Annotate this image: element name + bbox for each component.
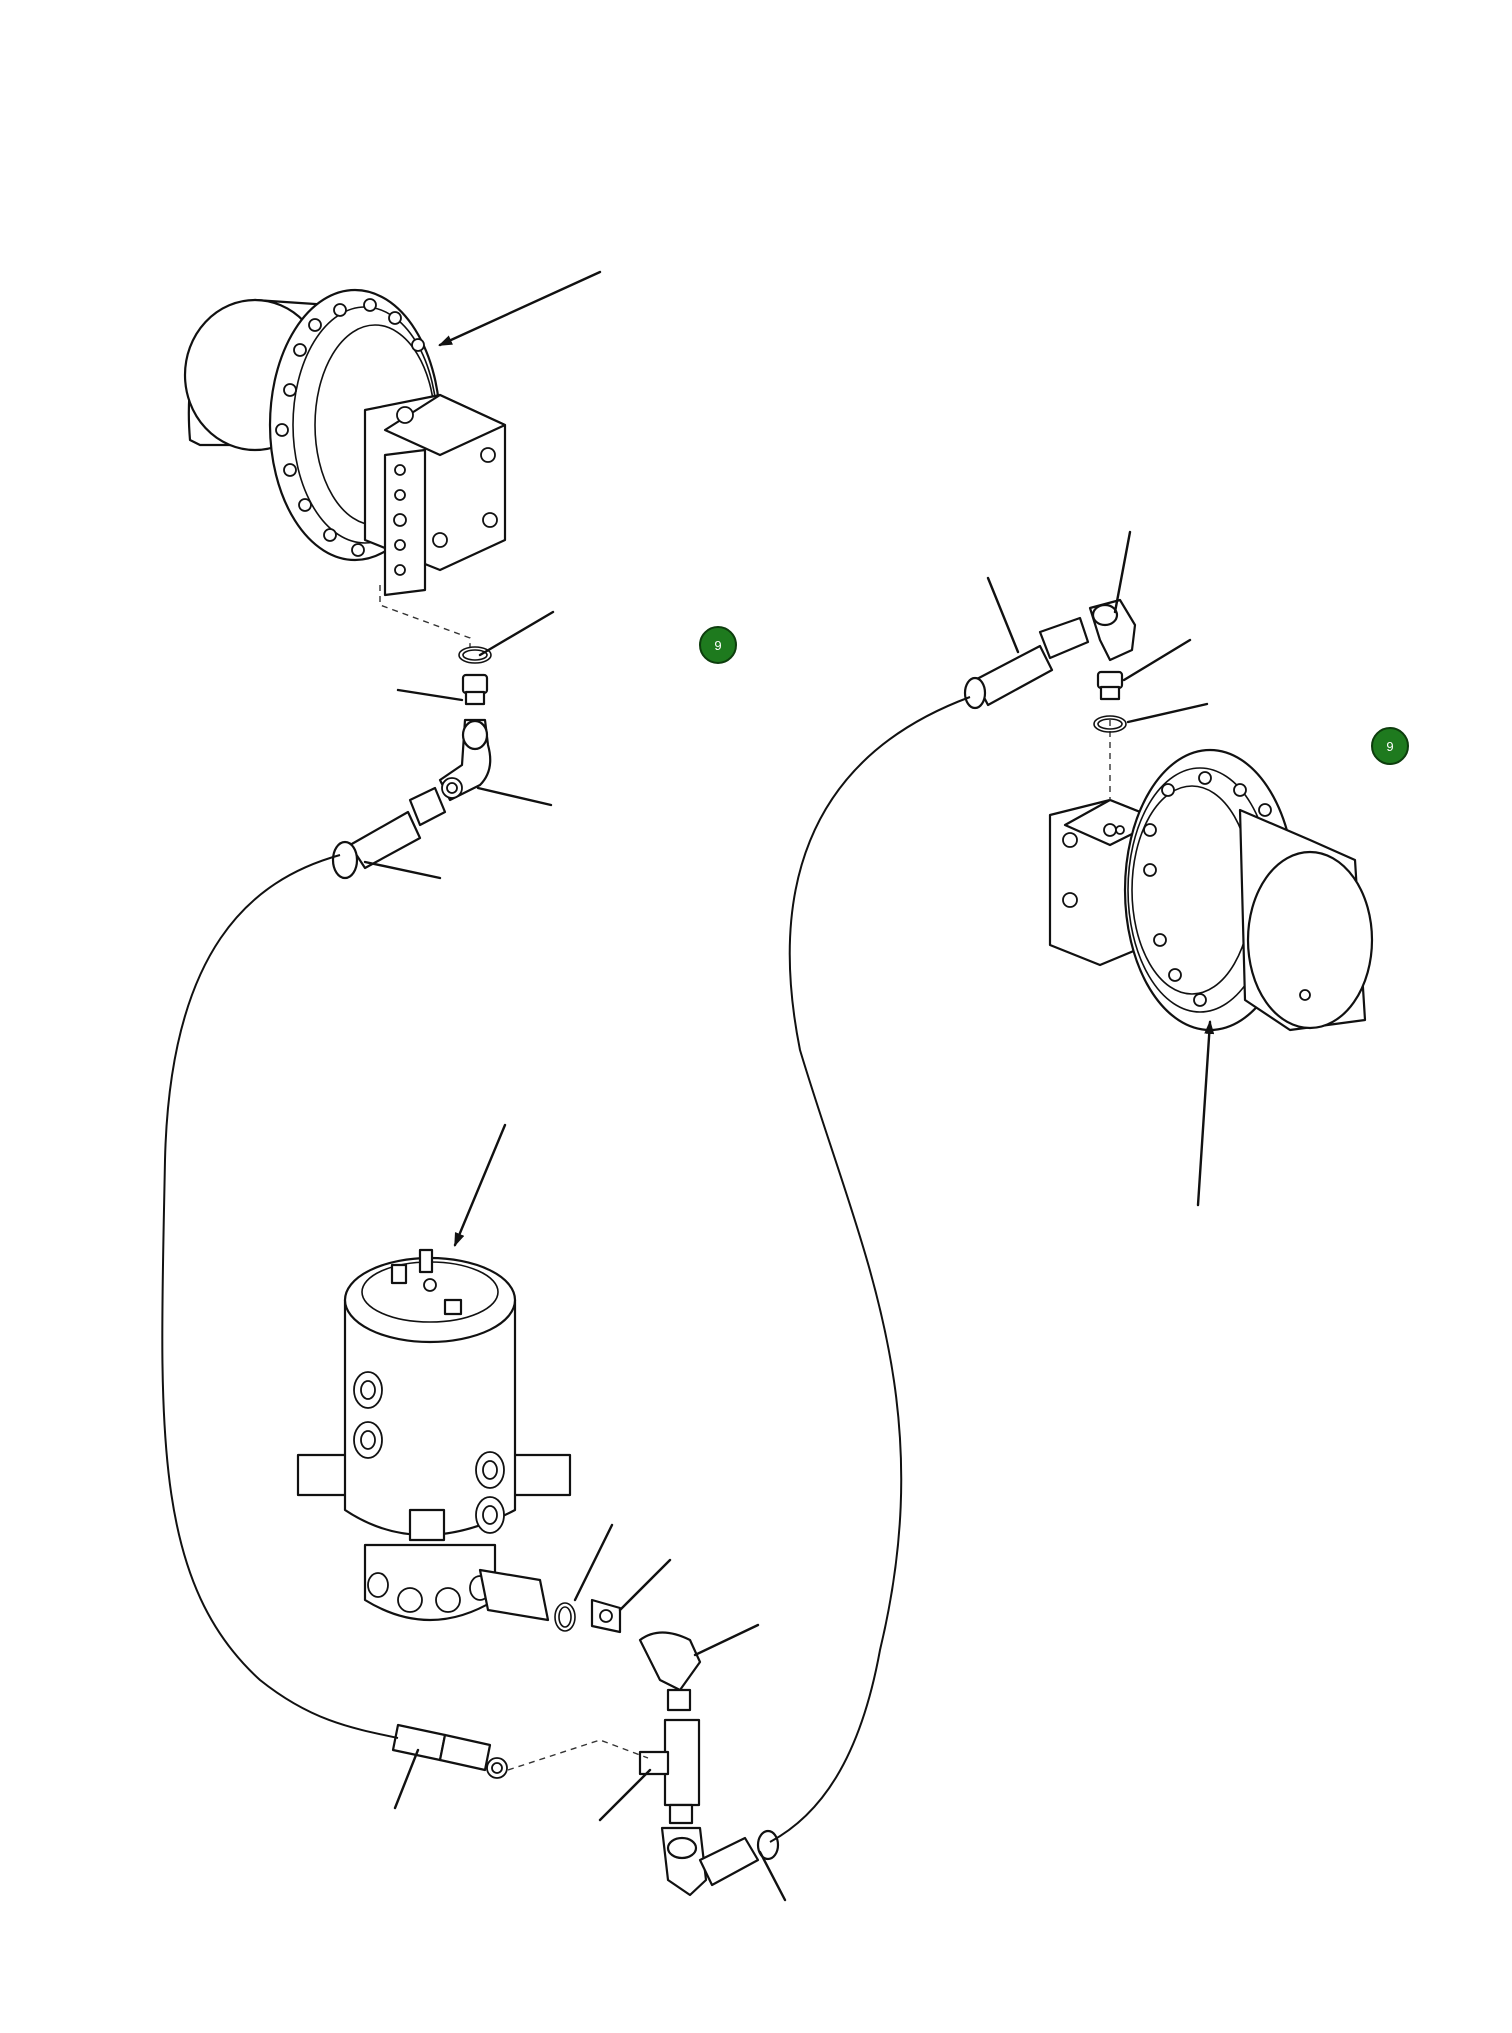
leader-arrow-left-motor xyxy=(438,270,602,347)
travel-motor-left xyxy=(183,288,507,648)
hose-end-bottom-right xyxy=(698,1829,780,1887)
callout-circle xyxy=(1371,727,1409,765)
hose-end-left-top xyxy=(331,786,447,880)
callout-label: 9 xyxy=(1386,739,1393,754)
callout-marker-left[interactable]: 9 xyxy=(699,626,737,664)
travel-motor-right xyxy=(1048,720,1374,1032)
leader-arrow-swivel xyxy=(453,1123,507,1247)
callout-marker-right[interactable]: 9 xyxy=(1371,727,1409,765)
hose-end-bottom-left xyxy=(391,1723,508,1779)
fittings-stack-left xyxy=(438,646,492,802)
hose-right xyxy=(769,696,971,1843)
callout-circle xyxy=(699,626,737,664)
hose-end-right-top xyxy=(963,616,1090,710)
callout-label: 9 xyxy=(714,638,721,653)
hose-left xyxy=(161,854,399,1739)
fittings-stack-center xyxy=(554,1598,708,1897)
swivel-joint xyxy=(296,1248,572,1622)
fittings-stack-right xyxy=(1088,598,1137,733)
leader-arrow-right-motor xyxy=(1196,1020,1215,1207)
